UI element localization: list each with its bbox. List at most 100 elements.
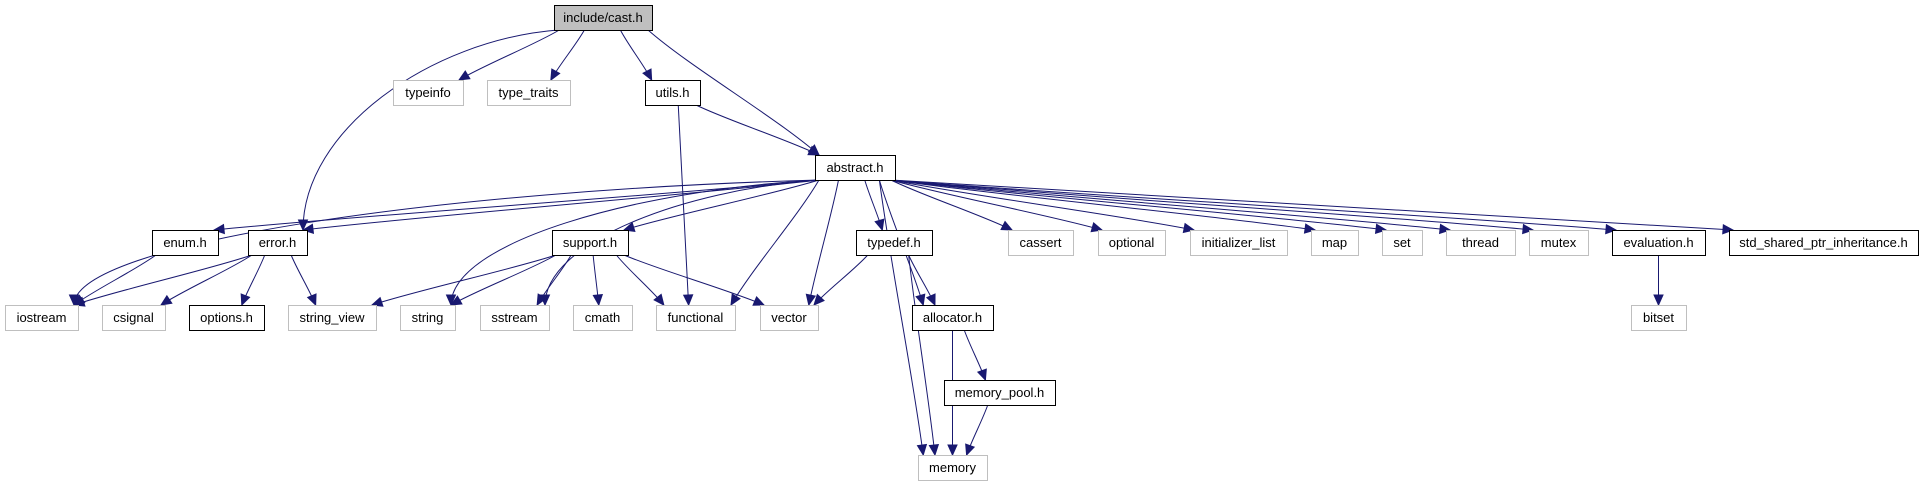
arrowhead-icon bbox=[925, 293, 936, 307]
arrowhead-icon bbox=[306, 293, 317, 307]
node-label: typedef.h bbox=[867, 235, 921, 250]
node-csignal: csignal bbox=[102, 305, 166, 331]
node-iostream: iostream bbox=[5, 305, 79, 331]
node-typeinfo: typeinfo bbox=[393, 80, 464, 106]
node-box bbox=[554, 5, 653, 31]
node-mutex: mutex bbox=[1529, 230, 1589, 256]
edge-abstract-to-set bbox=[890, 179, 1387, 231]
edge-error-to-iostream bbox=[73, 254, 253, 306]
node-set: set bbox=[1382, 230, 1423, 256]
edge-abstract-to-optional bbox=[890, 179, 1103, 231]
arrowhead-icon bbox=[874, 218, 885, 232]
node-label: set bbox=[1393, 235, 1411, 250]
node-box bbox=[487, 80, 571, 106]
node-box bbox=[856, 230, 933, 256]
node-label: include/cast.h bbox=[563, 10, 643, 25]
edge-typedef-to-vector bbox=[813, 254, 869, 306]
arrowhead-icon bbox=[622, 221, 636, 232]
node-box bbox=[656, 305, 736, 331]
node-thread: thread bbox=[1446, 230, 1516, 256]
edge-support-to-string-view bbox=[371, 254, 557, 306]
node-typedef[interactable]: typedef.h bbox=[856, 230, 933, 256]
arrowhead-icon bbox=[1605, 223, 1618, 235]
node-label: support.h bbox=[563, 235, 617, 250]
node-label: cassert bbox=[1020, 235, 1062, 250]
arrowhead-icon bbox=[159, 294, 173, 306]
node-vector: vector bbox=[760, 305, 819, 331]
node-box bbox=[480, 305, 550, 331]
arrowhead-icon bbox=[1722, 223, 1735, 235]
arrowhead-icon bbox=[301, 223, 315, 235]
node-support[interactable]: support.h bbox=[552, 230, 629, 256]
node-memory: memory bbox=[918, 455, 988, 481]
node-std-shared[interactable]: std_shared_ptr_inheritance.h bbox=[1729, 230, 1919, 256]
node-utils[interactable]: utils.h bbox=[645, 80, 701, 106]
node-box bbox=[5, 305, 79, 331]
edge-abstract-to-cassert bbox=[890, 179, 1013, 231]
edge-abstract-to-thread bbox=[890, 179, 1451, 231]
arrowhead-icon bbox=[72, 296, 86, 307]
node-label: options.h bbox=[200, 310, 253, 325]
edge-typedef-to-memory bbox=[908, 254, 936, 456]
edge-cast-to-error bbox=[302, 29, 559, 231]
node-box bbox=[918, 455, 988, 481]
arrowhead-icon bbox=[1000, 220, 1014, 231]
edge-abstract-to-vector bbox=[808, 179, 839, 306]
edge-abstract-to-memory bbox=[878, 179, 924, 456]
node-box bbox=[815, 155, 896, 181]
arrowhead-icon bbox=[730, 293, 741, 307]
node-optional: optional bbox=[1098, 230, 1166, 256]
node-box bbox=[1446, 230, 1516, 256]
edge-cast-to-abstract bbox=[647, 29, 820, 156]
node-label: bitset bbox=[1643, 310, 1674, 325]
node-map: map bbox=[1311, 230, 1359, 256]
node-box bbox=[1098, 230, 1166, 256]
edge-abstract-to-sstream bbox=[544, 179, 820, 306]
node-box bbox=[400, 305, 456, 331]
node-label: utils.h bbox=[656, 85, 690, 100]
node-label: cmath bbox=[585, 310, 620, 325]
node-abstract[interactable]: abstract.h bbox=[815, 155, 896, 181]
node-label: memory bbox=[929, 460, 976, 475]
node-cast[interactable]: include/cast.h bbox=[554, 5, 653, 31]
edge-abstract-to-enum bbox=[213, 179, 820, 231]
arrowhead-icon bbox=[682, 294, 694, 307]
node-box bbox=[1612, 230, 1706, 256]
edge-abstract-to-iostream bbox=[73, 179, 820, 306]
node-label: initializer_list bbox=[1202, 235, 1276, 250]
nodes-layer: include/cast.h typeinfo type_traits utils.h… bbox=[5, 5, 1919, 481]
arrowhead-icon bbox=[928, 443, 940, 457]
node-label: iostream bbox=[17, 310, 67, 325]
edge-enum-to-iostream bbox=[73, 254, 157, 306]
node-label: evaluation.h bbox=[1623, 235, 1693, 250]
node-box bbox=[1382, 230, 1423, 256]
arrowhead-icon bbox=[370, 296, 384, 307]
node-cmath: cmath bbox=[573, 305, 633, 331]
node-enum[interactable]: enum.h bbox=[152, 230, 219, 256]
node-label: memory_pool.h bbox=[955, 385, 1045, 400]
arrowhead-icon bbox=[1374, 223, 1388, 234]
arrowhead-icon bbox=[807, 145, 821, 156]
arrowhead-icon bbox=[212, 223, 225, 235]
node-box bbox=[1190, 230, 1288, 256]
edge-utils-to-functional bbox=[677, 104, 690, 306]
node-label: string bbox=[412, 310, 444, 325]
arrowhead-icon bbox=[1090, 222, 1104, 233]
node-box bbox=[552, 230, 629, 256]
node-label: type_traits bbox=[499, 85, 559, 100]
node-functional: functional bbox=[656, 305, 736, 331]
edge-abstract-to-mutex bbox=[890, 179, 1534, 231]
node-error[interactable]: error.h bbox=[248, 230, 308, 256]
arrowhead-icon bbox=[813, 293, 825, 306]
node-options[interactable]: options.h bbox=[189, 305, 265, 331]
node-memory-pool[interactable]: memory_pool.h bbox=[944, 380, 1056, 406]
arrowhead-icon bbox=[976, 368, 987, 382]
node-bitset: bitset bbox=[1631, 305, 1687, 331]
node-evaluation[interactable]: evaluation.h bbox=[1612, 230, 1706, 256]
node-label: mutex bbox=[1541, 235, 1577, 250]
arrowhead-icon bbox=[1303, 223, 1317, 234]
arrowhead-icon bbox=[449, 295, 463, 306]
edge-error-to-csignal bbox=[160, 254, 253, 306]
node-allocator[interactable]: allocator.h bbox=[912, 305, 994, 331]
node-label: csignal bbox=[113, 310, 154, 325]
